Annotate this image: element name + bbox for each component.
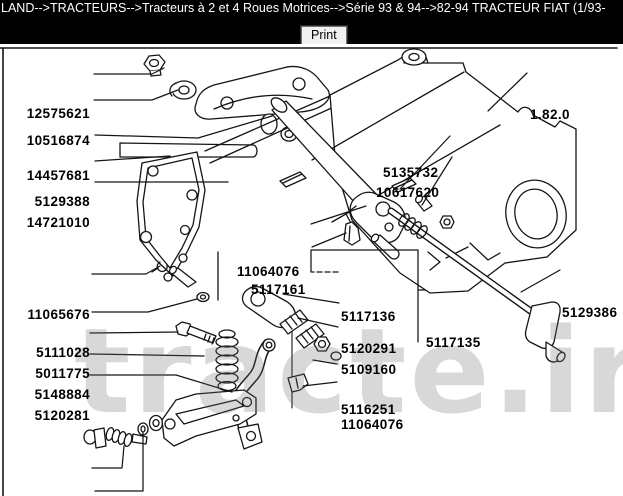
part-number: 5111028 (36, 345, 90, 360)
part-number: 5129386 (562, 305, 618, 320)
top-bracket-plate (194, 65, 330, 142)
part-number: 5148884 (34, 387, 90, 402)
top-navigation-bar: LAND-->TRACTEURS-->Tracteurs à 2 et 4 Ro… (0, 0, 623, 46)
lever-tube (270, 97, 406, 244)
part-number: 11064076 (237, 264, 300, 279)
leader-lines (89, 67, 561, 492)
clevis-assembly (83, 389, 257, 449)
part-number: 11065676 (27, 307, 90, 322)
keys-and-pins (279, 171, 455, 260)
part-number: 14457681 (26, 168, 90, 183)
adjuster-bolt (175, 321, 217, 345)
print-button[interactable]: Print (300, 25, 348, 46)
figure-reference: 1.82.0 (530, 107, 570, 122)
part-number: 5120291 (341, 341, 397, 356)
cross-shaft-tube (119, 95, 337, 164)
control-rod (387, 207, 566, 363)
breadcrumb: LAND-->TRACTEURS-->Tracteurs à 2 et 4 Ro… (1, 1, 606, 15)
part-number: 14721010 (26, 215, 90, 230)
part-number: 11064076 (341, 417, 404, 432)
gasket-frame (136, 151, 206, 282)
diagram-frame (0, 47, 618, 496)
part-number: 10516874 (26, 133, 90, 148)
part-number: 5120281 (34, 408, 90, 423)
coil-spring (215, 329, 239, 392)
nut-and-washer (143, 54, 197, 100)
part-number: 5116251 (341, 402, 396, 417)
part-number: 5109160 (341, 362, 397, 377)
part-number: 5135732 (383, 165, 439, 180)
part-number: 5117136 (341, 309, 396, 324)
parts-drawing (0, 47, 618, 496)
part-number: 5117161 (251, 282, 306, 297)
bellcrank-and-couplings (241, 285, 342, 393)
linkage-small-parts (151, 251, 293, 409)
part-number: 5011775 (35, 366, 90, 381)
part-number: 5129388 (34, 194, 90, 209)
part-number: 12575621 (26, 106, 90, 121)
part-number: 5117135 (426, 335, 481, 350)
part-number: 10617620 (376, 185, 440, 200)
exploded-parts-diagram: tracte.ir 12575621 10516874 14457681 512… (0, 44, 623, 496)
